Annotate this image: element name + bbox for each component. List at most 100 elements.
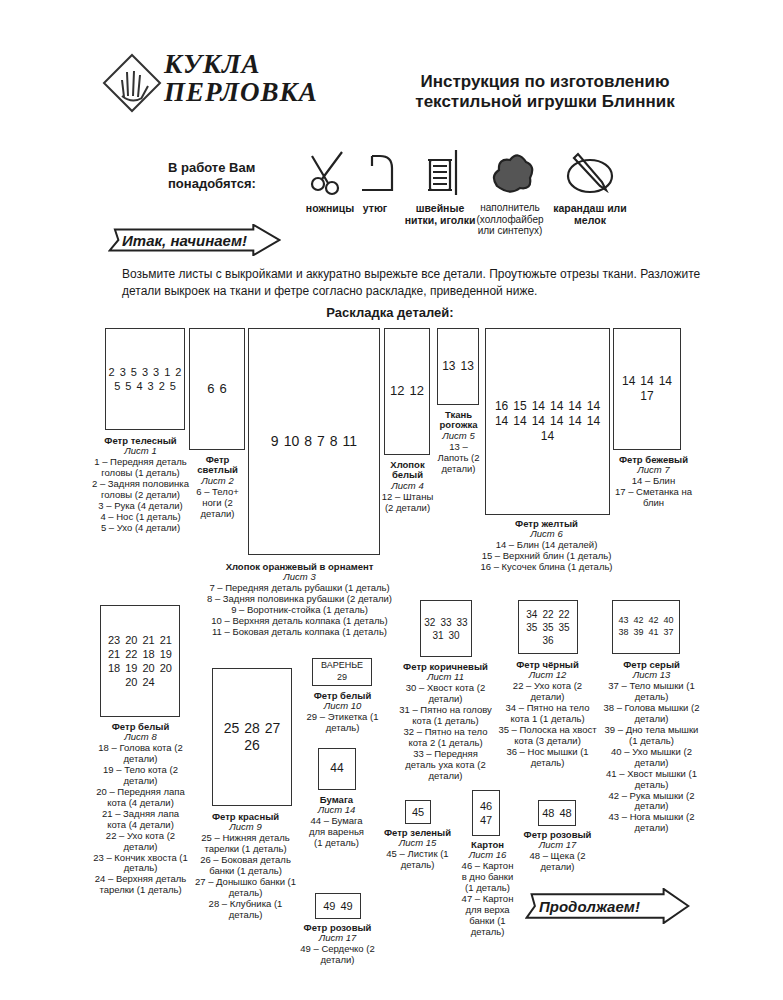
piece-numbers: 2353312554325 <box>106 329 184 429</box>
part-item: 1 – Передняя деталь головы (1 деталь) <box>92 457 190 479</box>
callout-number: 6 <box>207 382 214 396</box>
pattern-sheet: 25282726Фетр красныйЛист 925 – Нижняя де… <box>212 668 292 806</box>
piece-numbers: 4342424038394137 <box>613 601 679 653</box>
sheet-caption: Фетр желтыйЛист 614 – Блин (14 деталей)1… <box>480 519 614 574</box>
callout-number: 46 <box>480 800 492 812</box>
part-item: 19 – Тело кота (2 детали) <box>92 765 190 787</box>
material-name: Хлопок белый <box>380 460 436 482</box>
arrow-banner: Продолжаем! <box>525 888 690 924</box>
part-item: 23 – Кончик хвоста (1 деталь) <box>92 853 190 875</box>
callout-number: 15 <box>513 400 526 413</box>
callout-number: 20 <box>160 662 172 674</box>
part-item: 29 – Этикетка (1 деталь) <box>300 712 386 734</box>
callout-number: 12 <box>410 384 424 398</box>
callout-number: 30 <box>449 630 460 641</box>
piece-numbers: 1212 <box>385 329 429 454</box>
part-item: 13 – Лапоть (2 детали) <box>434 442 484 475</box>
callout-number: 14 <box>568 400 581 413</box>
piece-numbers: 44 <box>319 749 355 789</box>
callout-number: 18 <box>108 662 120 674</box>
sheet-caption: Фетр белыйЛист 1029 – Этикетка (1 деталь… <box>300 691 386 735</box>
callout-number: 14 <box>532 400 545 413</box>
piece-numbers: 25282726 <box>213 669 291 805</box>
callout-number: 2 <box>159 380 165 392</box>
part-item: 6 – Тело+ ноги (2 детали) <box>188 487 248 520</box>
sheet-number: Лист 4 <box>380 481 436 492</box>
part-item: 14 – Блин (14 деталей) <box>480 540 614 551</box>
callout-number: 37 <box>664 628 674 638</box>
tool-label: ножницы <box>295 202 365 214</box>
tool-label: швейные нитки, иголки <box>400 202 480 226</box>
sheet-number: Лист 3 <box>190 572 410 583</box>
part-item: 28 – Клубника (1 деталь) <box>193 899 299 921</box>
part-item: 4 – Нос (1 деталь) <box>92 512 190 523</box>
callout-number: 16 <box>495 400 508 413</box>
part-item: 24 – Верхняя деталь тарелки (1 деталь) <box>92 874 190 896</box>
material-name: Фетр белый <box>92 722 190 733</box>
material-name: Фетр чёрный <box>498 660 598 671</box>
callout-number: 14 <box>541 430 554 443</box>
sheet-caption: Фетр белыйЛист 818 – Голова кота (2 дета… <box>92 722 190 897</box>
callout-number: 10 <box>284 434 300 449</box>
piece-numbers: 4647 <box>473 791 499 835</box>
part-item: 45 – Листик (1 деталь) <box>380 849 456 871</box>
callout-number: 8 <box>304 434 312 449</box>
callout-number: 2 <box>175 366 181 378</box>
pattern-sheet: 91087811Хлопок оранжевый в орнаментЛист … <box>248 328 380 555</box>
callout-number: 25 <box>224 721 240 736</box>
arrow-banner: Итак, начинаем! <box>108 224 281 256</box>
pattern-sheet: 14141417Фетр бежевыйЛист 714 – Блин17 – … <box>613 328 681 450</box>
callout-number: 1 <box>164 366 170 378</box>
sheet-caption: Фетр светлыйЛист 26 – Тело+ ноги (2 дета… <box>188 455 248 521</box>
sheet-caption: Фетр чёрныйЛист 1222 – Ухо кота (2 детал… <box>498 660 598 769</box>
sheet-caption: КартонЛист 1646 – Картон в дно банки (1 … <box>460 840 516 938</box>
sheet-caption: Фетр серыйЛист 1337 – Тело мышки (1 дета… <box>602 660 702 835</box>
part-item: 27 – Донышко банки (1 деталь) <box>193 877 299 899</box>
material-name: Бумага <box>306 795 368 806</box>
part-item: 16 – Кусочек блина (1 деталь) <box>480 562 614 573</box>
callout-number: 31 <box>432 630 443 641</box>
sheet-caption: Фетр зеленыйЛист 1545 – Листик (1 деталь… <box>380 828 456 872</box>
callout-number: 35 <box>559 622 570 633</box>
callout-number: 33 <box>457 617 468 628</box>
callout-number: 22 <box>559 609 570 620</box>
part-item: 33 – Передняя деталь уха кота (2 детали) <box>398 749 494 782</box>
sheet-caption: Фетр розовыйЛист 1748 – Щека (2 детали) <box>520 830 596 874</box>
pattern-sheet: 44БумагаЛист 1444 – Бумага для варенья (… <box>318 748 356 790</box>
callout-number: 8 <box>330 434 338 449</box>
sheet-caption: Фетр розовыйЛист 1749 – Сердечко (2 дета… <box>295 923 381 967</box>
part-item: 40 – Ухо мышки (2 детали) <box>602 747 702 769</box>
pattern-sheet: 4342424038394137Фетр серыйЛист 1337 – Те… <box>612 600 680 654</box>
callout-number: 7 <box>317 434 325 449</box>
pattern-sheet: 1313Ткань рогожкаЛист 513 – Лапоть (2 де… <box>437 328 479 405</box>
pattern-sheet: 2353312554325Фетр телесныйЛист 11 – Пере… <box>105 328 185 430</box>
part-item: 47 – Картон для верха банки (1 деталь) <box>460 894 516 938</box>
part-item: 8 – Задняя половинка рубашки (2 детали) <box>190 594 410 605</box>
callout-number: 32 <box>424 617 435 628</box>
callout-number: 20 <box>143 662 155 674</box>
sheet-caption: Фетр телесныйЛист 11 – Передняя деталь г… <box>92 436 190 534</box>
page-title: Инструкция по изготовлению текстильной и… <box>400 72 690 113</box>
pattern-sheet: ВАРЕНЬЕ29Фетр белыйЛист 1029 – Этикетка … <box>312 658 372 686</box>
callout-number: 4 <box>136 380 142 392</box>
part-item: 20 – Передняя лапа кота (4 детали) <box>92 787 190 809</box>
callout-number: 5 <box>114 380 120 392</box>
material-name: Фетр розовый <box>520 830 596 841</box>
callout-number: 49 <box>341 900 353 912</box>
callout-number: 48 <box>542 807 554 819</box>
sheet-number: Лист 15 <box>380 838 456 849</box>
callout-number: 14 <box>495 415 508 428</box>
callout-number: 21 <box>143 634 155 646</box>
part-item: 39 – Дно тела мышки (1 деталь) <box>602 725 702 747</box>
material-name: Фетр телесный <box>92 436 190 447</box>
sheet-number: Лист 12 <box>498 670 598 681</box>
callout-number: 21 <box>160 634 172 646</box>
callout-number: 13 <box>442 360 455 373</box>
sheet-number: Лист 17 <box>520 840 596 851</box>
piece-numbers: 4949 <box>316 894 360 918</box>
callout-number: 40 <box>664 616 674 626</box>
part-item: 35 – Полоска на хвост кота (3 детали) <box>498 725 598 747</box>
callout-number: 19 <box>160 648 172 660</box>
pattern-sheet: 45Фетр зеленыйЛист 1545 – Листик (1 дета… <box>405 800 431 824</box>
callout-number: 20 <box>125 634 137 646</box>
